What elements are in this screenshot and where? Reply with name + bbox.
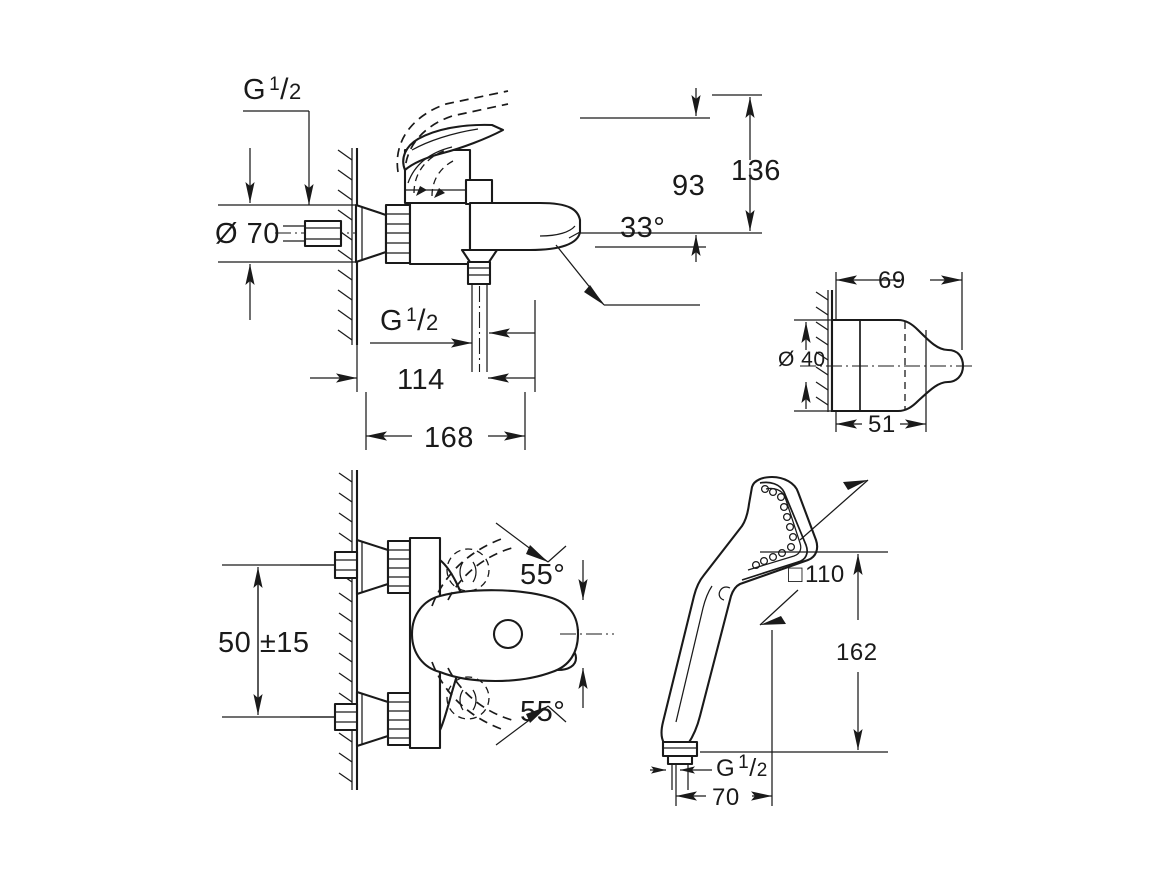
dim-swivel-up: 55° — [495, 522, 588, 600]
plan-swivel-phantom — [431, 537, 513, 731]
dim-shower-length: 162 — [700, 551, 888, 753]
dim-bracket-length: 69 — [835, 267, 963, 350]
wall-hatching — [337, 149, 353, 341]
dim-label-bracket-body-length: 51 — [868, 411, 896, 438]
union-nut — [384, 203, 412, 265]
dim-bracket-body-length: 51 — [835, 401, 927, 438]
shower-outlet — [460, 248, 499, 372]
dim-spout-height: 93 — [580, 88, 712, 262]
dim-label-swivel-up: 55° — [520, 559, 565, 591]
dim-label-escutcheon-diameter: Ø 70 — [215, 218, 280, 250]
hand-shower-body — [660, 475, 819, 790]
dim-label-spout-reach: 114 — [397, 364, 445, 396]
bracket-body — [800, 318, 975, 413]
dim-escutcheon-diameter: Ø 70 — [215, 148, 356, 320]
dim-label-handle-offset: 70 — [712, 784, 740, 811]
dim-spray-face: □110 — [759, 479, 869, 626]
lever-handle-raised-phantom — [396, 90, 509, 198]
plan-inlet-lower — [300, 690, 412, 748]
dim-spout-reach: 114 — [310, 300, 536, 396]
dim-label-shower-length: 162 — [836, 639, 878, 666]
dim-label-inlet-centres: 50 ±15 — [218, 627, 310, 659]
dim-inlet-centres: 50 ±15 — [218, 564, 335, 718]
dim-spout-angle: 33° — [555, 212, 706, 306]
lever-handle — [402, 123, 505, 184]
dim-label-spout-height: 93 — [672, 170, 705, 202]
dim-label-spray-face: □110 — [788, 561, 845, 588]
dim-handle-offset: 70 — [675, 630, 773, 811]
view-wall-bracket: 69 Ø 40 51 — [778, 267, 975, 438]
dim-label-lever-height: 136 — [731, 155, 781, 187]
dim-label-bracket-diameter: Ø 40 — [778, 348, 826, 371]
view-plan: 50 ±15 55° 55° — [218, 470, 614, 790]
plan-inlet-upper — [300, 538, 412, 596]
view-side-elevation: G1/2 Ø 70 G1/2 — [215, 73, 781, 454]
hose-connector — [661, 740, 699, 790]
dim-lever-height: 136 — [712, 94, 781, 234]
dim-label-bracket-length: 69 — [878, 267, 906, 294]
spray-nozzles — [751, 484, 798, 570]
dim-overall-reach: 168 — [365, 392, 526, 454]
dim-label-swivel-down: 55° — [520, 696, 565, 728]
dim-label-overall-reach: 168 — [424, 422, 474, 454]
dim-label-spout-angle: 33° — [620, 212, 665, 244]
plan-mixer-body — [408, 536, 614, 750]
dim-swivel-down: 55° — [495, 668, 588, 746]
dim-bracket-diameter: Ø 40 — [778, 319, 832, 412]
s-union-escutcheon — [283, 203, 412, 265]
